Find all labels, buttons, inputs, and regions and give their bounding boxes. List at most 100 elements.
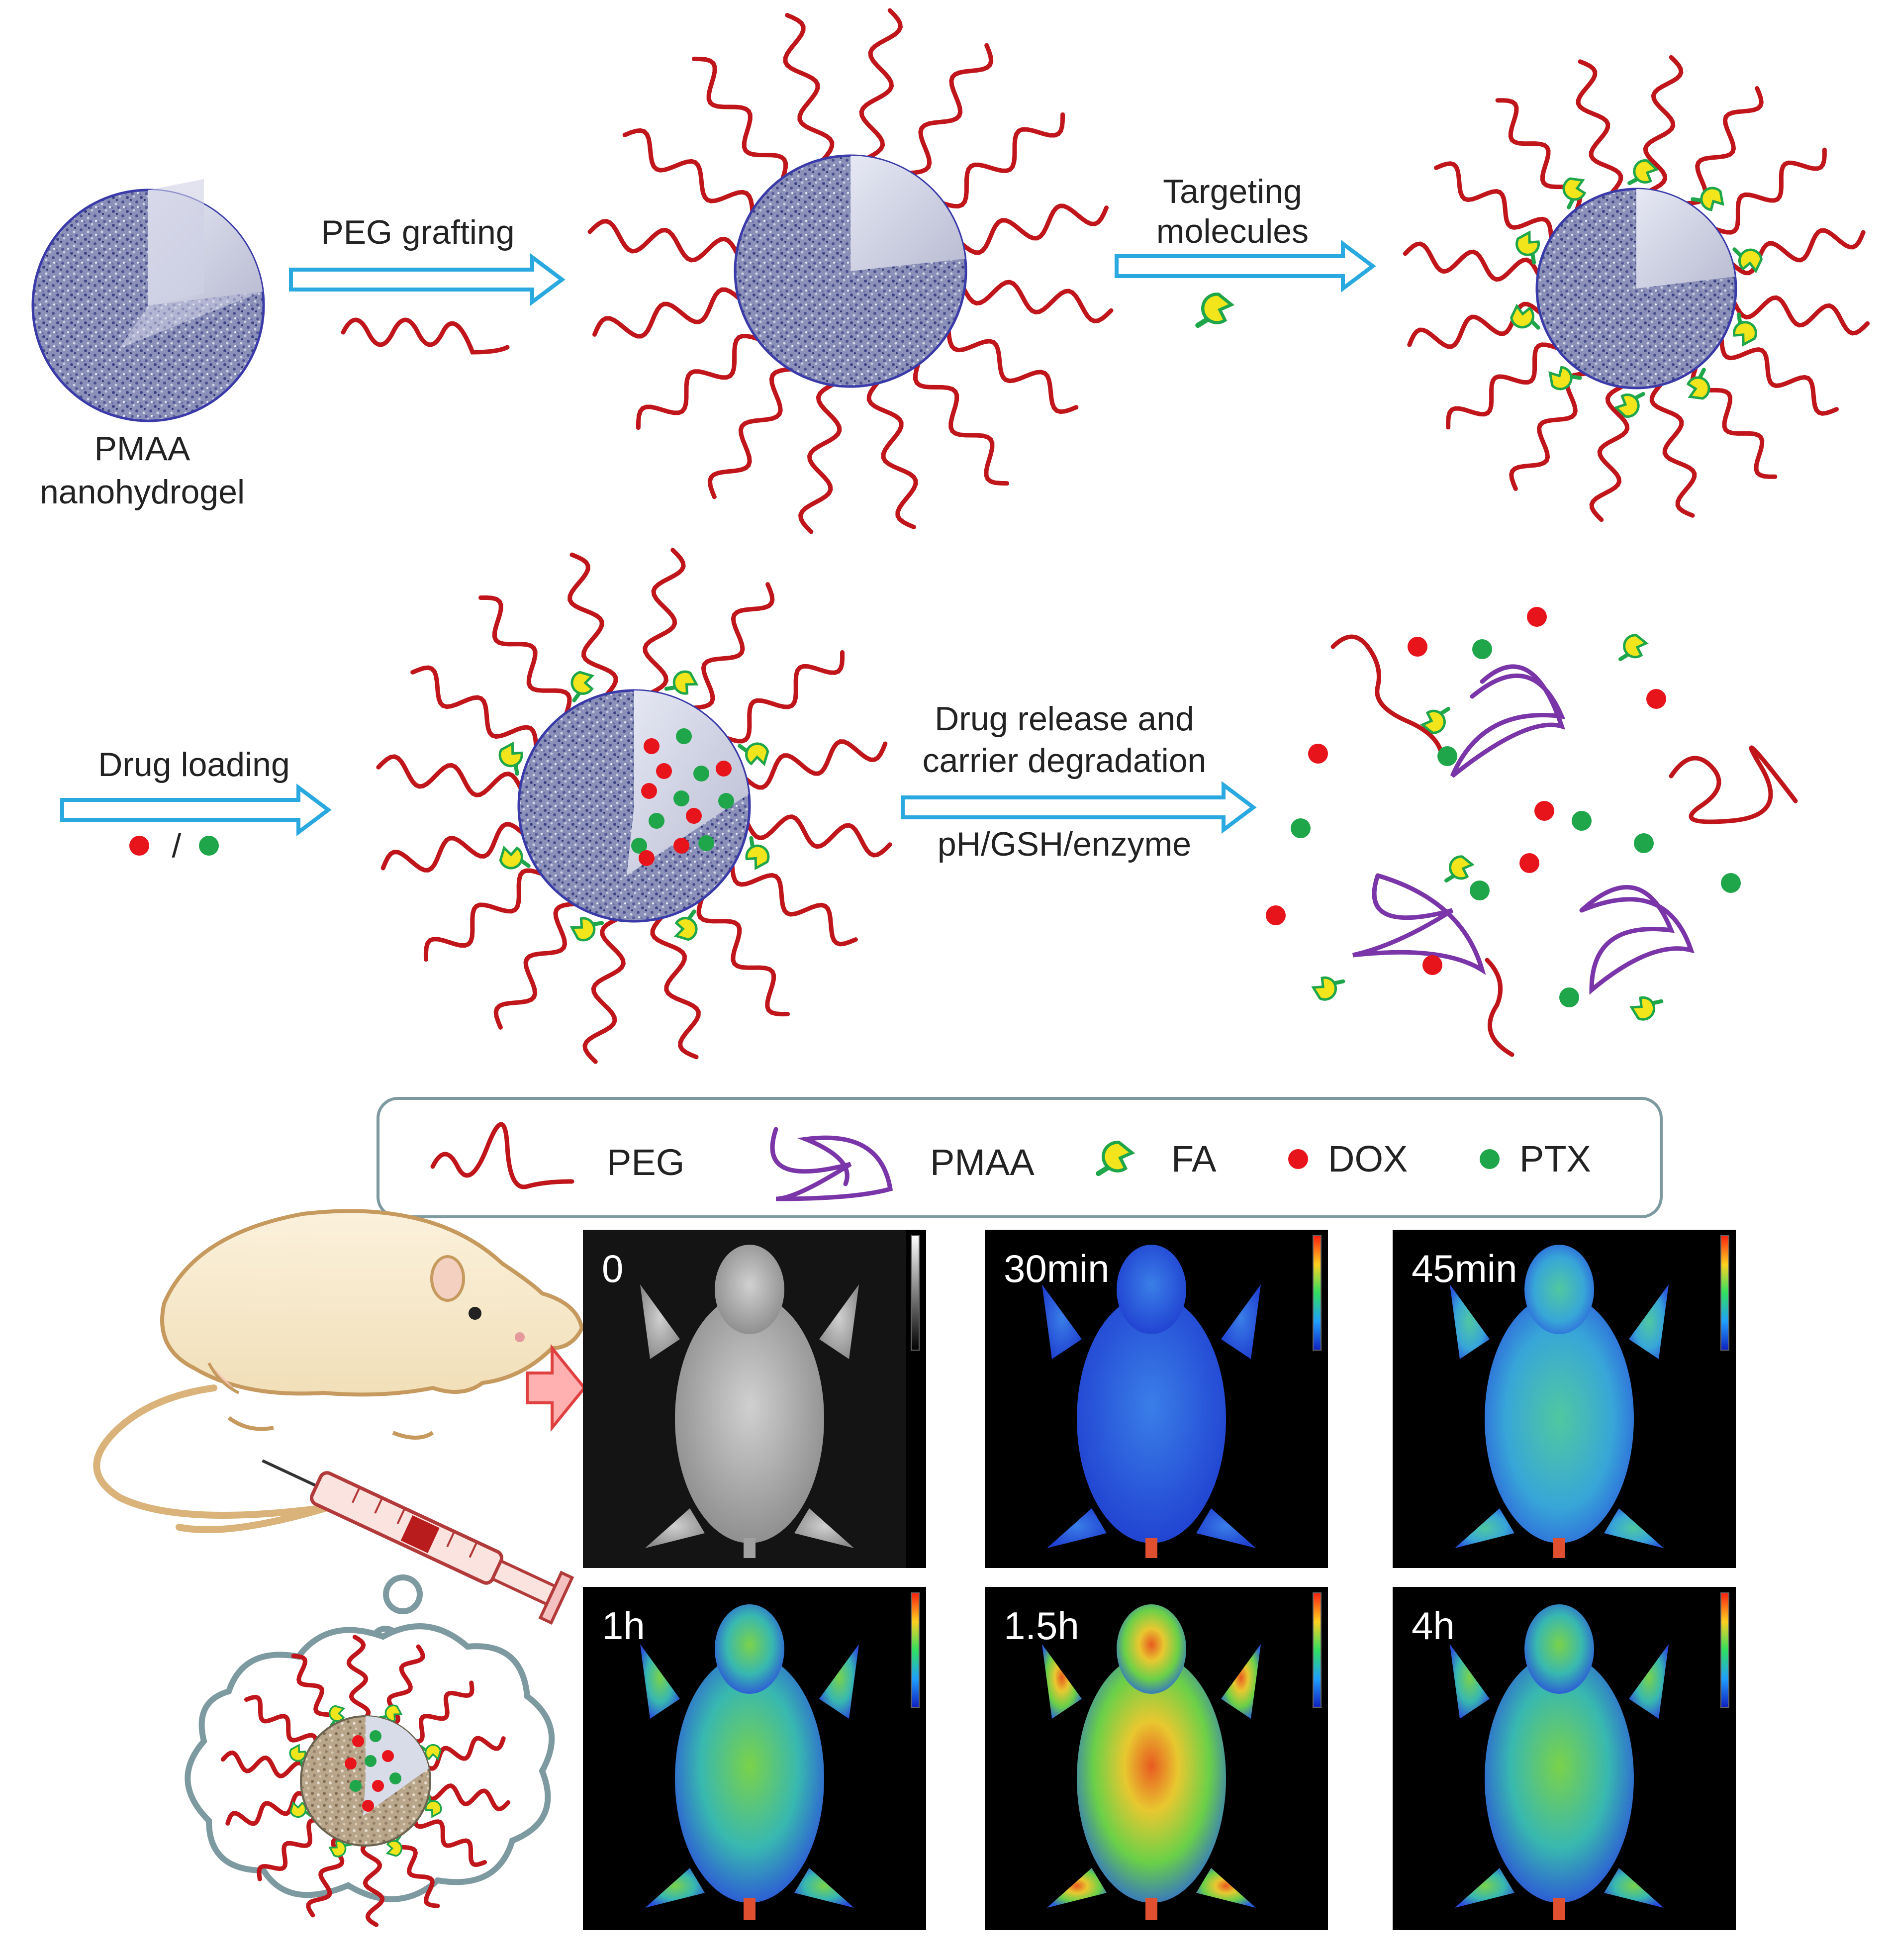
peg-chain bbox=[422, 1783, 511, 1812]
fa-ligand bbox=[328, 1840, 353, 1858]
slash-separator: / bbox=[172, 827, 182, 865]
peg-chain bbox=[380, 822, 526, 873]
mouse-silhouette bbox=[1450, 1604, 1669, 1920]
dox-dot bbox=[352, 1735, 364, 1747]
dox-dot bbox=[644, 738, 660, 754]
ptx-dot bbox=[1721, 873, 1741, 893]
dox-dot bbox=[686, 808, 702, 824]
ptx-dot bbox=[389, 1772, 401, 1784]
dox-dot bbox=[1534, 801, 1554, 821]
time-label: 1h bbox=[602, 1604, 645, 1648]
peg-chain bbox=[859, 8, 903, 161]
peg-chain bbox=[1643, 55, 1684, 193]
imaging-panel-5: 4h bbox=[1393, 1587, 1736, 1930]
peg-chain bbox=[592, 287, 742, 339]
fa-ligand bbox=[499, 845, 531, 870]
ptx-dot bbox=[1291, 818, 1311, 838]
peg-chain bbox=[696, 895, 790, 1017]
intensity-scale-bar bbox=[1313, 1235, 1322, 1351]
dox-dot bbox=[1408, 637, 1427, 657]
fa-ligand bbox=[1510, 303, 1540, 330]
peg-chain bbox=[1719, 337, 1839, 416]
peg-chain bbox=[493, 901, 577, 1030]
mouse-silhouette bbox=[640, 1245, 859, 1558]
dox-dot bbox=[716, 761, 732, 777]
peg-chain-icon bbox=[341, 317, 510, 355]
legend-peg-label: PEG bbox=[607, 1142, 684, 1183]
ptx-dot bbox=[676, 728, 692, 744]
peg-chain bbox=[798, 382, 842, 534]
fa-ligand bbox=[1515, 230, 1540, 265]
process-arrow-3 bbox=[60, 784, 332, 836]
fa-ligand bbox=[1311, 976, 1345, 1001]
ptx-dot bbox=[673, 790, 689, 806]
stimuli-label: pH/GSH/enzyme bbox=[938, 825, 1191, 863]
dox-dot bbox=[1308, 744, 1328, 764]
injected-nanoparticle bbox=[220, 1635, 511, 1927]
dox-dot bbox=[372, 1780, 384, 1792]
ptx-dot bbox=[1470, 881, 1490, 900]
legend-dox-label: DOX bbox=[1328, 1138, 1408, 1179]
fa-ligand bbox=[1613, 392, 1645, 418]
peg-chain bbox=[412, 1812, 487, 1867]
dox-dot bbox=[1266, 905, 1286, 925]
fa-ligand bbox=[569, 917, 604, 942]
peg-grafting-label: PEG grafting bbox=[321, 213, 514, 251]
mouse-silhouette bbox=[1450, 1245, 1669, 1558]
fa-ligand bbox=[673, 909, 698, 941]
peg-chain bbox=[257, 1818, 324, 1881]
intensity-scale-bar bbox=[911, 1592, 920, 1708]
ptx-dot bbox=[1634, 833, 1654, 853]
peg-chain bbox=[1714, 147, 1827, 235]
peg-chain bbox=[423, 868, 545, 962]
peg-chain bbox=[940, 112, 1065, 209]
peg-chain bbox=[1685, 86, 1764, 206]
fa-ligand bbox=[664, 670, 699, 695]
intensity-scale-bar bbox=[1720, 1235, 1729, 1351]
dox-dot bbox=[362, 1800, 374, 1812]
targeting-label-line2: molecules bbox=[1156, 212, 1309, 250]
fa-ligand bbox=[1562, 177, 1587, 209]
fa-ligand bbox=[1618, 634, 1649, 661]
fa-ligand bbox=[738, 742, 769, 767]
fa-ligand bbox=[289, 1801, 312, 1818]
peg-chain bbox=[959, 203, 1109, 255]
peg-chain bbox=[1732, 295, 1870, 336]
process-arrow-2 bbox=[1115, 240, 1376, 293]
peg-chain bbox=[1509, 371, 1588, 491]
legend-ptx-swatch bbox=[1480, 1149, 1500, 1169]
peg-chain bbox=[636, 333, 761, 430]
ptx-dot bbox=[1472, 639, 1492, 659]
peg-chain bbox=[567, 552, 618, 697]
dox-dot bbox=[345, 1758, 357, 1769]
peg-chain bbox=[244, 1694, 319, 1750]
dox-dot bbox=[1646, 689, 1666, 709]
mouse-silhouette bbox=[1042, 1245, 1261, 1558]
peg-chain bbox=[478, 595, 572, 716]
time-label: 45min bbox=[1412, 1247, 1517, 1290]
peg-chain bbox=[1403, 241, 1540, 282]
mouse-silhouette bbox=[640, 1604, 859, 1920]
peg-chain bbox=[913, 361, 1010, 486]
legend: PEG PMAA FA DOX PTX bbox=[430, 1122, 1591, 1201]
peg-chain bbox=[410, 665, 539, 749]
targeting-label-line1: Targeting bbox=[1163, 173, 1302, 210]
ptx-dot bbox=[1437, 746, 1457, 766]
fa-molecule-icon bbox=[1195, 293, 1235, 328]
intensity-scale-bar bbox=[1313, 1592, 1322, 1708]
legend-peg-swatch bbox=[430, 1122, 574, 1189]
fa-ligand bbox=[1691, 187, 1724, 211]
dox-dot bbox=[1527, 607, 1547, 627]
fa-ligand bbox=[1627, 159, 1659, 186]
fa-ligand bbox=[1548, 366, 1582, 391]
peg-chain bbox=[1576, 59, 1623, 195]
fa-ligand bbox=[1420, 707, 1450, 734]
intensity-scale-bar bbox=[911, 1235, 920, 1351]
process-arrow-1 bbox=[289, 253, 566, 306]
intensity-scale-bar bbox=[1720, 1592, 1729, 1708]
peg-chain bbox=[643, 548, 686, 695]
imaging-panel-2: 45min bbox=[1393, 1230, 1736, 1568]
ptx-dot bbox=[698, 835, 714, 851]
imaging-panel-0: 0 bbox=[583, 1230, 926, 1568]
